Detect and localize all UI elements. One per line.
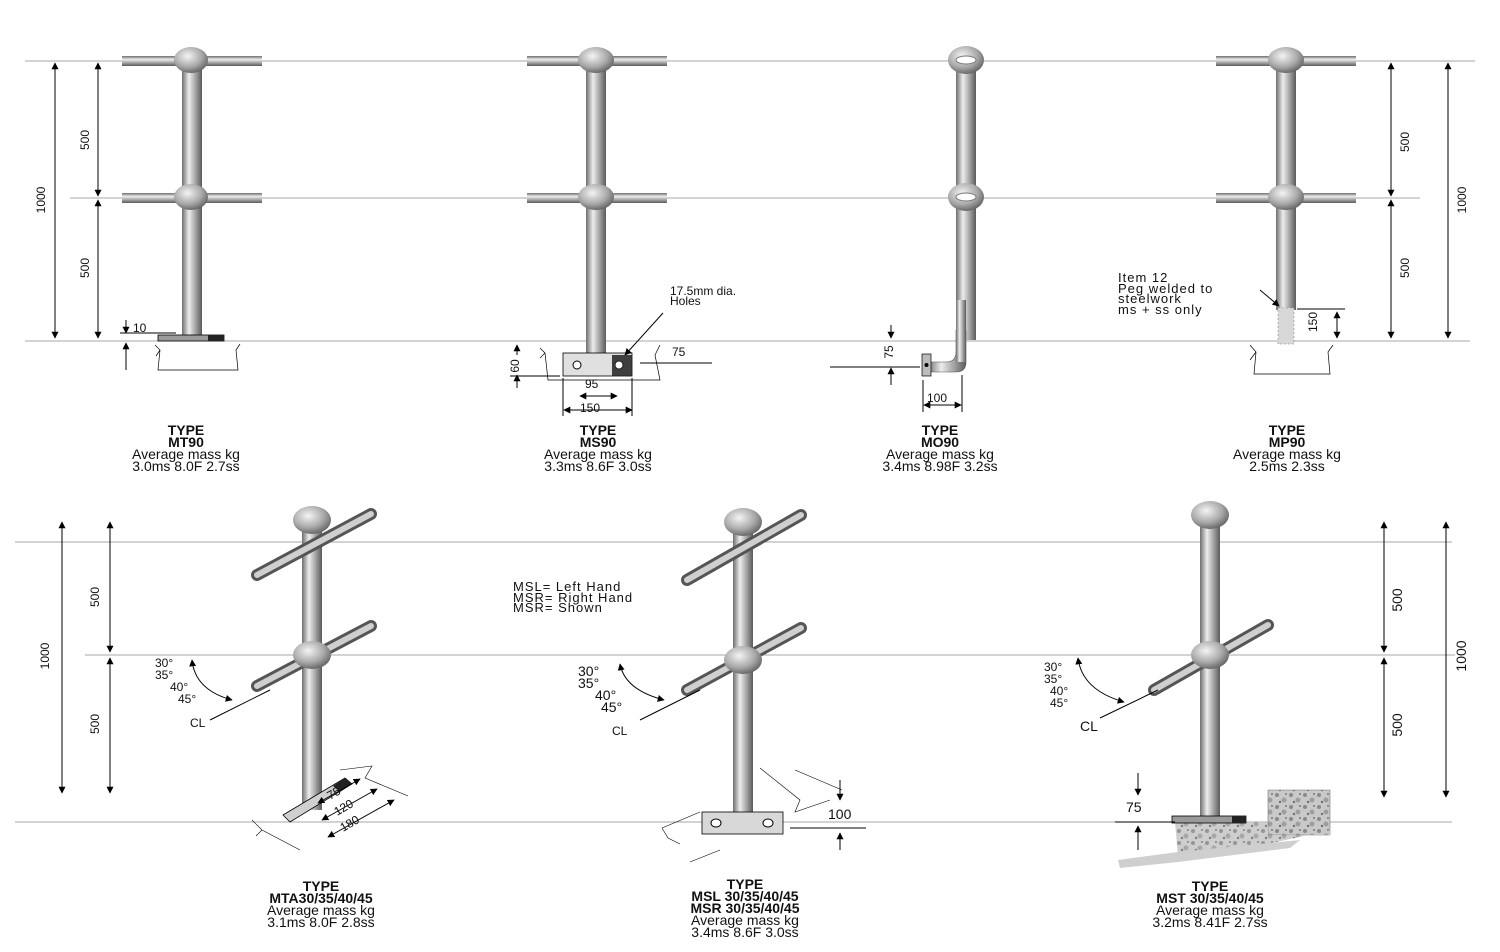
caption-type: TYPE	[726, 876, 764, 892]
dimension-lines-mta	[58, 521, 395, 838]
cl-mta: CL	[190, 716, 206, 730]
caption-ms90: TYPE MS90 Average mass kg 3.3ms 8.6F 3.0…	[508, 422, 688, 474]
stanchion-msl	[661, 508, 843, 863]
dim-75-mst: 75	[1126, 799, 1142, 815]
caption-name: MP90	[1268, 434, 1306, 450]
caption-mst: TYPE MST 30/35/40/45 Average mass kg 3.2…	[1110, 878, 1310, 930]
caption-mass: 3.3ms 8.6F 3.0ss	[544, 458, 652, 474]
dim-500-mst-lower: 500	[1389, 713, 1405, 737]
angle-45-mst: 45°	[1050, 696, 1068, 710]
caption-mass-label: Average mass kg	[886, 446, 994, 462]
dim-500-mt90-upper: 500	[78, 130, 92, 150]
dimension-lines-mo90	[830, 325, 963, 412]
peg-note-line3: steelwork	[1118, 291, 1182, 306]
caption-type: TYPE	[921, 422, 959, 438]
dim-150-ms90: 150	[580, 401, 600, 415]
dim-500-mp90-upper: 500	[1398, 132, 1412, 152]
dimension-lines-msl	[617, 663, 866, 850]
caption-mass-label: Average mass kg	[1156, 902, 1264, 918]
caption-mo90: TYPE MO90 Average mass kg 3.4ms 8.98F 3.…	[850, 422, 1030, 474]
stanchion-ms90	[527, 47, 667, 381]
caption-mass-label: Average mass kg	[691, 912, 799, 928]
angle-35-msl: 35°	[578, 675, 599, 691]
caption-mass-label: Average mass kg	[267, 902, 375, 918]
dim-1000-mt90: 1000	[34, 186, 48, 213]
caption-name: MSL 30/35/40/45	[691, 888, 799, 904]
angle-40-mst: 40°	[1050, 684, 1068, 698]
caption-mass: 2.5ms 2.3ss	[1249, 458, 1325, 474]
dim-10-mt90: 10	[133, 321, 147, 335]
hand-note-line3: MSR= Shown	[513, 600, 603, 615]
caption-type: TYPE	[302, 878, 340, 894]
caption-type: TYPE	[579, 422, 617, 438]
dim-500-mta-upper: 500	[88, 587, 102, 607]
dim-95-ms90: 95	[585, 377, 599, 391]
caption-mass: 3.4ms 8.6F 3.0ss	[691, 924, 799, 940]
caption-mta: TYPE MTA30/35/40/45 Average mass kg 3.1m…	[221, 878, 421, 930]
dimension-lines-mst	[1075, 521, 1450, 850]
caption-mass-label: Average mass kg	[544, 446, 652, 462]
dim-500-mt90-lower: 500	[78, 258, 92, 278]
caption-mass: 3.0ms 8.0F 2.7ss	[132, 458, 240, 474]
dimension-lines-mp90	[1259, 62, 1452, 339]
dimension-lines-mt90	[51, 62, 176, 370]
caption-name: MO90	[920, 434, 960, 450]
angle-35-mta: 35°	[155, 668, 173, 682]
angle-45-msl: 45°	[601, 699, 622, 715]
hand-note-line2: MSR= Right Hand	[513, 590, 633, 605]
angle-45-mta: 45°	[178, 692, 196, 706]
caption-mt90: TYPE MT90 Average mass kg 3.0ms 8.0F 2.7…	[96, 422, 276, 474]
angle-35-mst: 35°	[1044, 672, 1062, 686]
caption-mass-label: Average mass kg	[132, 446, 240, 462]
holes-note-line2: Holes	[670, 294, 701, 308]
caption-name-2: MSR 30/35/40/45	[690, 900, 800, 916]
dim-500-mp90-lower: 500	[1398, 258, 1412, 278]
dim-1000-mst: 1000	[1453, 640, 1469, 671]
caption-mass: 3.1ms 8.0F 2.8ss	[267, 914, 375, 930]
dim-1000-mta: 1000	[38, 642, 52, 669]
cl-msl: CL	[612, 724, 628, 738]
cl-mst: CL	[1080, 718, 1098, 734]
angle-40-mta: 40°	[170, 680, 188, 694]
dim-75-ms90: 75	[672, 345, 686, 359]
dim-100-msl: 100	[828, 806, 852, 822]
peg-note-line2: Peg welded to	[1118, 281, 1213, 296]
dim-60-ms90: 60	[508, 359, 522, 373]
caption-type: TYPE	[167, 422, 205, 438]
peg-note-line1: Item 12	[1118, 270, 1168, 285]
stanchion-mp90	[1216, 47, 1356, 375]
dim-150-mp90: 150	[1306, 312, 1320, 332]
caption-mass: 3.2ms 8.41F 2.7ss	[1152, 914, 1268, 930]
caption-mass: 3.4ms 8.98F 3.2ss	[882, 458, 998, 474]
caption-name: MST 30/35/40/45	[1156, 890, 1264, 906]
dim-500-mst-upper: 500	[1389, 588, 1405, 612]
caption-mass-label: Average mass kg	[1233, 446, 1341, 462]
dim-75-mo90: 75	[882, 345, 896, 359]
caption-name: MTA30/35/40/45	[269, 890, 373, 906]
stanchion-mt90	[122, 47, 262, 371]
caption-mp90: TYPE MP90 Average mass kg 2.5ms 2.3ss	[1197, 422, 1377, 474]
angle-30-mst: 30°	[1044, 660, 1062, 674]
stanchion-mo90	[921, 46, 984, 377]
caption-name: MS90	[579, 434, 617, 450]
dim-100-mo90: 100	[927, 391, 947, 405]
dim-75-mta: 75	[325, 784, 344, 803]
angle-30-mta: 30°	[155, 656, 173, 670]
holes-note-line1: 17.5mm dia.	[670, 284, 736, 298]
caption-msl: TYPE MSL 30/35/40/45 MSR 30/35/40/45 Ave…	[645, 876, 845, 940]
peg-note-line4: ms + ss only	[1118, 302, 1203, 317]
caption-name: MT90	[168, 434, 204, 450]
angle-30-msl: 30°	[578, 663, 599, 679]
caption-type: TYPE	[1191, 878, 1229, 894]
dim-500-mta-lower: 500	[88, 714, 102, 734]
angle-40-msl: 40°	[595, 687, 616, 703]
dim-1000-mp90: 1000	[1455, 186, 1469, 213]
stanchion-mst	[1118, 501, 1331, 868]
hand-note-line1: MSL= Left Hand	[513, 579, 621, 594]
caption-type: TYPE	[1268, 422, 1306, 438]
dimension-lines-ms90	[510, 312, 712, 416]
